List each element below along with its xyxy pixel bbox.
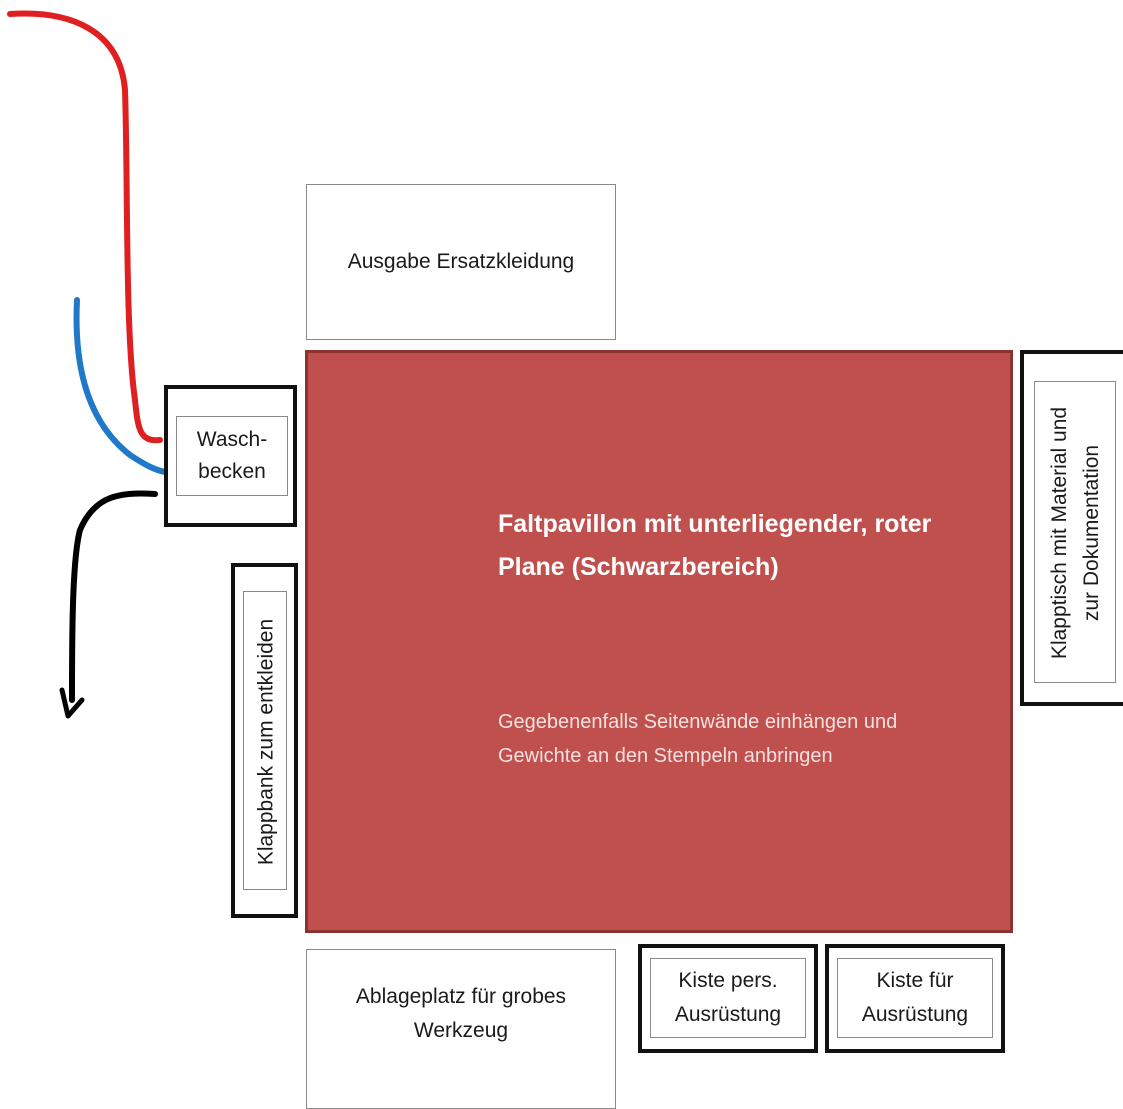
waschbecken-label-line2: becken — [198, 460, 266, 483]
waste-water-arrowhead — [59, 687, 85, 719]
kiste-ausruestung-label-line2: Ausrüstung — [861, 1003, 969, 1026]
klapptisch-label-line1: Klapptisch mit Material und — [1048, 406, 1071, 660]
klapptisch-label-line2: zur Dokumentation — [1080, 444, 1103, 622]
ausgabe-ersatzkleidung-box: Ausgabe Ersatzkleidung — [306, 184, 616, 340]
pavillon-note: Gegebenenfalls Seitenwände einhängen und… — [498, 711, 898, 767]
waschbecken-box: Wasch- becken — [164, 385, 297, 527]
kiste-ausruestung-inner: Kiste für Ausrüstung — [837, 958, 993, 1038]
cold-water-pipe — [73, 297, 168, 475]
klapptisch-label: Klapptisch mit Material und zur Dokument… — [1035, 382, 1117, 684]
kiste-ausruestung-label-line1: Kiste für — [876, 969, 954, 992]
klapptisch-inner: Klapptisch mit Material und zur Dokument… — [1034, 381, 1116, 683]
klappbank-inner: Klappbank zum entkleiden — [243, 591, 287, 890]
pavillon-title: Faltpavillon mit unterliegender, roter P… — [498, 510, 932, 581]
kiste-pers-label-line2: Ausrüstung — [674, 1003, 782, 1026]
ablageplatz-label-line2: Werkzeug — [413, 1019, 509, 1042]
kiste-pers-ausruestung-box: Kiste pers. Ausrüstung — [638, 944, 818, 1053]
ablageplatz-box: Ablageplatz für grobes Werkzeug — [306, 949, 616, 1109]
klapptisch-box: Klapptisch mit Material und zur Dokument… — [1020, 350, 1123, 706]
waschbecken-inner: Wasch- becken — [176, 416, 288, 496]
ablageplatz-label: Ablageplatz für grobes Werkzeug — [307, 980, 615, 1048]
klappbank-label: Klappbank zum entkleiden — [254, 618, 277, 865]
hot-water-pipe — [7, 10, 163, 444]
ausgabe-ersatzkleidung-label: Ausgabe Ersatzkleidung — [347, 250, 575, 273]
kiste-pers-ausruestung-inner: Kiste pers. Ausrüstung — [650, 958, 806, 1038]
ablageplatz-label-line1: Ablageplatz für grobes — [355, 985, 567, 1008]
waschbecken-label-line1: Wasch- — [196, 428, 268, 451]
faltpavillon-area: Faltpavillon mit unterliegender, roter P… — [305, 350, 1013, 933]
kiste-pers-label-line1: Kiste pers. — [678, 969, 778, 992]
waste-water-pipe — [69, 490, 158, 703]
klappbank-box: Klappbank zum entkleiden — [231, 563, 298, 918]
kiste-ausruestung-box: Kiste für Ausrüstung — [825, 944, 1005, 1053]
